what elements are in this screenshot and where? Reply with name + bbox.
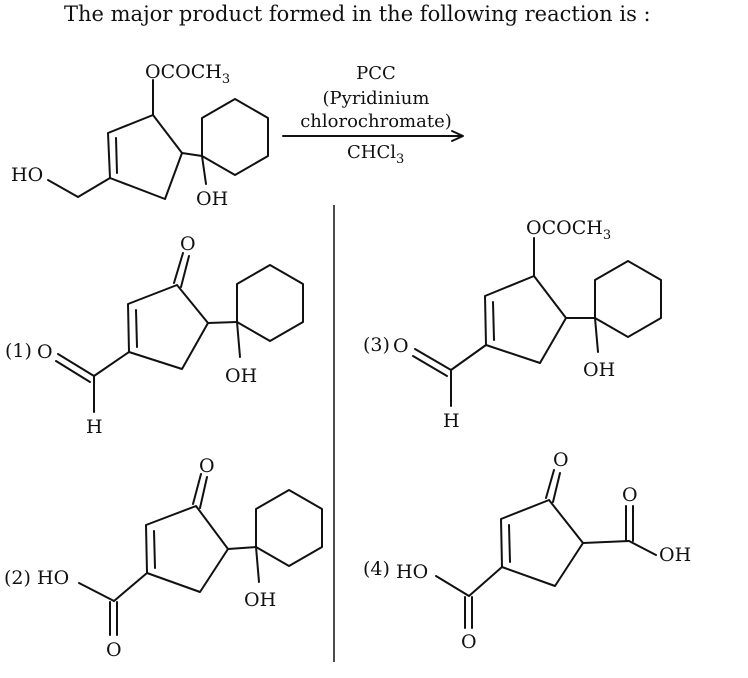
option-1-aldehyde-o: O (37, 341, 53, 363)
question-text: The major product formed in the followin… (64, 2, 651, 26)
tertiary-hydroxyl-label: OH (196, 188, 228, 210)
option-1-label: (1) (5, 340, 32, 362)
option-4-label: (4) (363, 558, 390, 580)
option-3-label: (3) (363, 334, 390, 356)
reagent-pcc: PCC (356, 63, 396, 84)
option-1: (1) O O H OH (5, 233, 304, 438)
option-2-hydroxyl: OH (244, 589, 276, 611)
option-4-right-acid-o: O (622, 484, 638, 506)
option-3-hydroxyl: OH (583, 359, 615, 381)
reagent-name-line: (Pyridinium (323, 88, 430, 109)
reaction-conditions: PCC (Pyridinium chlorochromate) CHCl3 (282, 63, 464, 167)
option-2: (2) O HO O OH (4, 455, 323, 661)
option-4-left-acid-oh: HO (396, 561, 428, 583)
option-2-acid-o: O (106, 639, 122, 661)
reagent-name-line2: chlorochromate) (300, 111, 452, 132)
option-4-left-acid-o: O (461, 631, 477, 653)
acetate-group: OCOCH3 (145, 61, 230, 87)
hydroxymethyl-label: HO (11, 164, 43, 186)
option-1-ketone-o: O (180, 233, 196, 255)
option-1-hydroxyl: OH (225, 365, 257, 387)
option-4-right-acid-oh: OH (659, 544, 691, 566)
option-3-acetate: OCOCH3 (526, 217, 611, 243)
option-4: (4) O HO O O OH (363, 449, 691, 653)
option-3-aldehyde-h: H (443, 410, 460, 432)
option-1-aldehyde-h: H (86, 416, 103, 438)
option-2-ketone-o: O (199, 455, 215, 477)
starting-material: OCOCH3 HO OH (11, 61, 269, 210)
option-3: (3) OCOCH3 O H OH (363, 217, 662, 432)
option-2-label: (2) (4, 567, 31, 589)
solvent-label: CHCl3 (347, 142, 404, 167)
option-3-aldehyde-o: O (393, 335, 409, 357)
option-2-acid-oh: HO (37, 567, 69, 589)
option-4-ketone-o: O (553, 449, 569, 471)
